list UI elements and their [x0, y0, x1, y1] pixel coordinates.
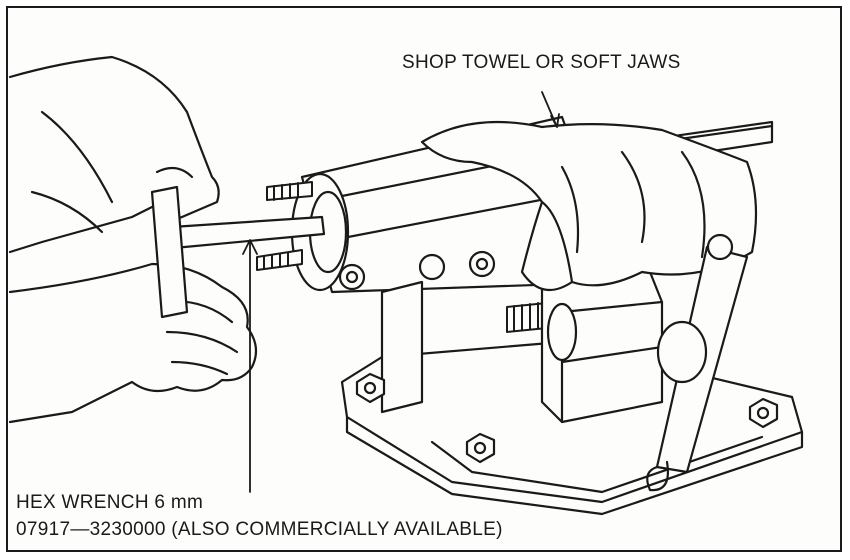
vise-wrench-illustration: [8, 55, 804, 516]
vise-handle: [646, 233, 749, 492]
illustration-frame: [6, 6, 842, 552]
base-nuts: [355, 372, 779, 464]
shop-towel: [420, 120, 758, 292]
towel-callout-label: SHOP TOWEL OR SOFT JAWS: [402, 52, 681, 73]
leader-lines: [242, 91, 560, 493]
hand: [8, 55, 258, 424]
part-number-label: 07917—3230000 (ALSO COMMERCIALLY AVAILAB…: [16, 519, 503, 540]
hex-wrench: [150, 185, 326, 319]
fittings: [338, 250, 496, 291]
hex-wrench-label: HEX WRENCH 6 mm: [16, 492, 204, 513]
